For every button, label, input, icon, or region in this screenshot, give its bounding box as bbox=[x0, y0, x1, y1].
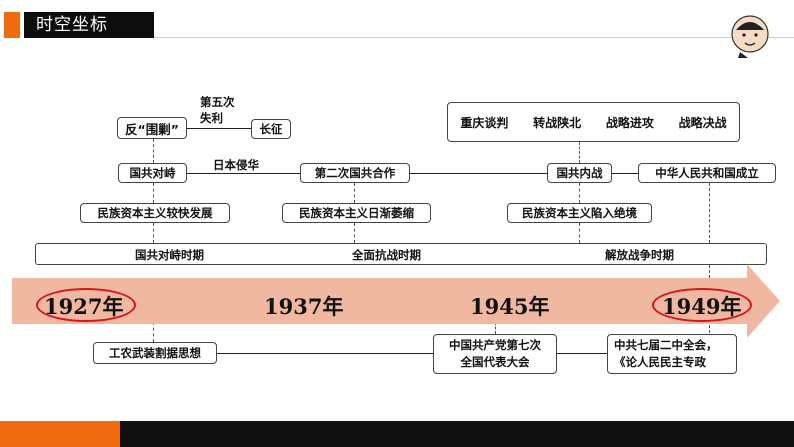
dashed-connector bbox=[153, 139, 154, 163]
connector-line bbox=[187, 173, 300, 174]
event-chongqing: 重庆谈判 bbox=[460, 115, 509, 130]
dashed-connector bbox=[354, 183, 355, 203]
period-liberation-war: 解放战争时期 bbox=[605, 248, 674, 262]
period-war-of-resistance: 全面抗战时期 bbox=[352, 248, 421, 262]
civil-war-label: 国共内战 bbox=[556, 166, 603, 180]
highlight-ring-1949 bbox=[652, 288, 752, 322]
connector-line bbox=[217, 353, 433, 354]
second-plenum-line2: 《论人民民主专政 bbox=[614, 355, 706, 369]
page-title: 时空坐标 bbox=[36, 15, 108, 35]
anti-encirclement-box: 反“围剿” bbox=[117, 117, 187, 139]
footer-accent-block bbox=[0, 421, 120, 447]
capitalism-decline-box: 民族资本主义日渐萎缩 bbox=[282, 203, 431, 223]
seventh-congress-line2: 全国代表大会 bbox=[460, 355, 530, 369]
seventh-congress-line1: 中国共产党第七次 bbox=[449, 338, 541, 352]
year-1945: 1945年 bbox=[470, 294, 550, 319]
fifth-defeat-label-1: 第五次 bbox=[200, 95, 235, 109]
second-coop-label: 第二次国共合作 bbox=[314, 166, 396, 180]
footer-bar bbox=[120, 421, 794, 447]
fifth-defeat-label-2: 失利 bbox=[200, 111, 223, 125]
civil-war-box: 国共内战 bbox=[547, 163, 612, 183]
prc-founding-box: 中华人民共和国成立 bbox=[638, 163, 776, 183]
capitalism-crisis-box: 民族资本主义陷入绝境 bbox=[507, 203, 652, 223]
header-divider bbox=[154, 37, 794, 38]
dashed-connector bbox=[579, 183, 580, 203]
year-1937: 1937年 bbox=[264, 294, 344, 319]
highlight-ring-1927 bbox=[36, 288, 136, 322]
dashed-connector bbox=[709, 183, 710, 243]
dashed-connector bbox=[579, 142, 580, 163]
dashed-connector bbox=[495, 322, 496, 334]
connector-line bbox=[410, 173, 547, 174]
seventh-congress-box: 中国共产党第七次 全国代表大会 bbox=[433, 334, 557, 374]
event-offensive: 战略进攻 bbox=[605, 115, 654, 130]
connector-line bbox=[187, 128, 251, 129]
japan-invasion-label: 日本侵华 bbox=[213, 158, 259, 172]
dashed-connector bbox=[153, 223, 154, 243]
capitalism-growth-box: 民族资本主义较快发展 bbox=[80, 203, 230, 223]
long-march-box: 长征 bbox=[251, 119, 291, 139]
worker-peasant-label: 工农武装割据思想 bbox=[109, 346, 201, 360]
capitalism-decline-label: 民族资本主义日渐萎缩 bbox=[299, 206, 414, 220]
anti-encirclement-label: 反“围剿” bbox=[125, 121, 179, 137]
timeline-arrow bbox=[12, 264, 780, 338]
period-standoff: 国共对峙时期 bbox=[135, 248, 204, 262]
periods-strip: 国共对峙时期 全面抗战时期 解放战争时期 bbox=[35, 243, 767, 265]
cartoon-scholar-icon bbox=[731, 15, 769, 58]
header-bar bbox=[24, 12, 154, 38]
prc-founding-label: 中华人民共和国成立 bbox=[655, 166, 759, 180]
second-plenum-line1: 中共七届二中全会， bbox=[614, 338, 718, 352]
event-decisive: 战略决战 bbox=[678, 115, 727, 130]
header-accent-block bbox=[4, 12, 20, 38]
connector-line bbox=[612, 173, 638, 174]
event-shaanbei: 转战陕北 bbox=[533, 115, 582, 130]
second-coop-box: 第二次国共合作 bbox=[300, 163, 410, 183]
dashed-connector bbox=[153, 183, 154, 203]
second-plenum-box: 中共七届二中全会， 《论人民民主专政 bbox=[607, 334, 737, 374]
capitalism-growth-label: 民族资本主义较快发展 bbox=[97, 206, 213, 220]
kmt-cpc-standoff-box: 国共对峙 bbox=[118, 163, 187, 183]
capitalism-crisis-label: 民族资本主义陷入绝境 bbox=[522, 206, 637, 220]
dashed-connector bbox=[354, 223, 355, 243]
civil-war-events-box: 重庆谈判 转战陕北 战略进攻 战略决战 bbox=[447, 102, 740, 142]
dashed-connector bbox=[153, 322, 154, 342]
connector-line bbox=[557, 353, 607, 354]
kmt-cpc-standoff-label: 国共对峙 bbox=[129, 166, 176, 180]
worker-peasant-box: 工农武装割据思想 bbox=[93, 342, 217, 364]
dashed-connector bbox=[579, 223, 580, 243]
long-march-label: 长征 bbox=[259, 122, 283, 136]
